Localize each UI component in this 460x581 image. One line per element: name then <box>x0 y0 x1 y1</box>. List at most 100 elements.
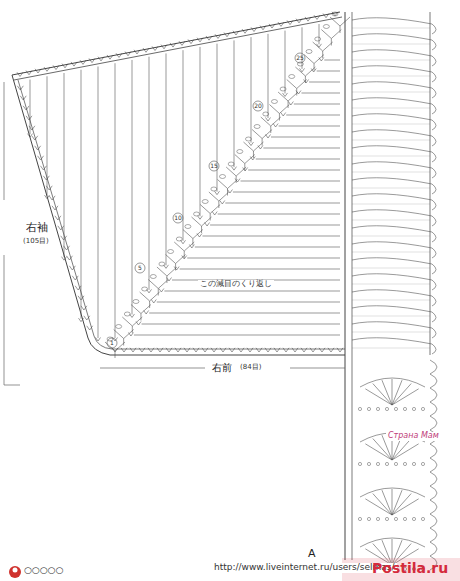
stitch-stroke <box>142 348 145 352</box>
stitch-stroke <box>40 166 43 170</box>
stitch-stroke <box>176 255 186 264</box>
edge-loop <box>430 472 437 486</box>
scallop-loop <box>352 98 436 114</box>
stitch-stroke <box>314 64 315 71</box>
stitch-stroke <box>158 280 168 289</box>
stitch-stroke <box>340 26 341 33</box>
stitch-stroke <box>352 188 430 189</box>
stitch-stroke <box>132 326 133 333</box>
chain-loop <box>176 237 182 241</box>
scallop-loop <box>352 146 436 162</box>
chain-loop <box>159 262 165 266</box>
row-circle <box>209 161 219 171</box>
stitch-stroke <box>241 181 340 182</box>
stitch-stroke <box>311 69 314 73</box>
stitch-stroke <box>61 236 64 240</box>
picot <box>394 462 397 465</box>
row-number: 20 <box>254 103 262 110</box>
stitch-stroke <box>220 201 223 205</box>
picot <box>412 462 415 465</box>
stitch-stroke <box>253 151 254 158</box>
stitch-stroke <box>78 296 81 300</box>
row-number: 15 <box>210 163 218 170</box>
stitch-stroke <box>121 348 124 352</box>
stitch-stroke <box>139 348 142 352</box>
chain-loop <box>228 162 234 166</box>
chain-loop <box>237 150 243 154</box>
stitch-stroke <box>283 348 286 352</box>
stitch-stroke <box>230 190 233 194</box>
scallop-loop <box>352 34 436 50</box>
stitch-stroke <box>58 226 61 230</box>
stitch-stroke <box>392 489 393 515</box>
stitch-stroke <box>310 348 313 352</box>
stitch-stroke <box>301 93 340 94</box>
stitch-stroke <box>286 348 289 352</box>
stitch-stroke <box>209 192 219 201</box>
stitch-stroke <box>199 234 202 238</box>
stitch-stroke <box>352 172 430 173</box>
picot <box>367 407 370 410</box>
stitch-stroke <box>202 348 205 352</box>
stitch-stroke <box>295 348 298 352</box>
stitch-stroke <box>283 113 286 117</box>
stitch-stroke <box>114 330 124 339</box>
stitch-stroke <box>195 247 340 248</box>
stitch-stroke <box>281 113 284 117</box>
stitch-stroke <box>35 146 38 150</box>
stitch-stroke <box>115 63 116 338</box>
stitch-stroke <box>392 444 419 460</box>
stitch-stroke <box>392 439 411 460</box>
stitch-stroke <box>167 278 170 282</box>
chain-loop <box>297 62 303 66</box>
chain-loop <box>202 200 208 204</box>
stitch-stroke <box>373 494 392 515</box>
stitch-stroke <box>266 135 269 139</box>
stitch-stroke <box>210 214 211 221</box>
stitch-stroke <box>38 156 41 160</box>
stitch-stroke <box>270 126 271 133</box>
stitch-stroke <box>285 31 286 94</box>
stitch-stroke <box>233 192 340 193</box>
stitch-stroke <box>158 289 159 296</box>
stitch-stroke <box>210 225 340 226</box>
stitch-stroke <box>132 317 142 326</box>
stitch-stroke <box>295 67 305 76</box>
stitch-stroke <box>30 134 33 138</box>
picot <box>367 462 370 465</box>
row-circle <box>135 263 145 273</box>
scallop-loop <box>352 258 436 274</box>
watermark: Postila.ru <box>372 561 448 576</box>
stitch-stroke <box>140 314 141 321</box>
picot <box>358 407 361 410</box>
stitch-stroke <box>134 335 340 336</box>
stitch-stroke <box>273 124 276 128</box>
stitch-count: (105目) <box>21 238 51 246</box>
chain-loop <box>280 87 286 91</box>
stitch-stroke <box>225 203 340 204</box>
scallop-loop <box>352 18 436 34</box>
stitch-stroke <box>263 148 340 149</box>
stitch-stroke <box>317 71 340 72</box>
picot <box>367 517 370 520</box>
stitch-stroke <box>207 223 210 227</box>
stitch-stroke <box>288 92 298 101</box>
stitch-stroke <box>256 348 259 352</box>
stitch-stroke <box>279 114 280 121</box>
stitch-stroke <box>139 322 142 326</box>
stitch-stroke <box>251 142 254 146</box>
stitch-stroke <box>319 58 322 62</box>
stitch-stroke <box>352 44 430 45</box>
stitch-stroke <box>184 242 194 251</box>
picot <box>403 462 406 465</box>
stitch-stroke <box>124 330 134 339</box>
stitch-stroke <box>296 91 299 95</box>
stitch-stroke <box>292 348 295 352</box>
stitch-stroke <box>222 201 225 205</box>
stitch-stroke <box>305 67 315 76</box>
stitch-stroke <box>217 44 218 192</box>
stitch-stroke <box>392 389 419 405</box>
stitch-stroke <box>81 306 84 310</box>
